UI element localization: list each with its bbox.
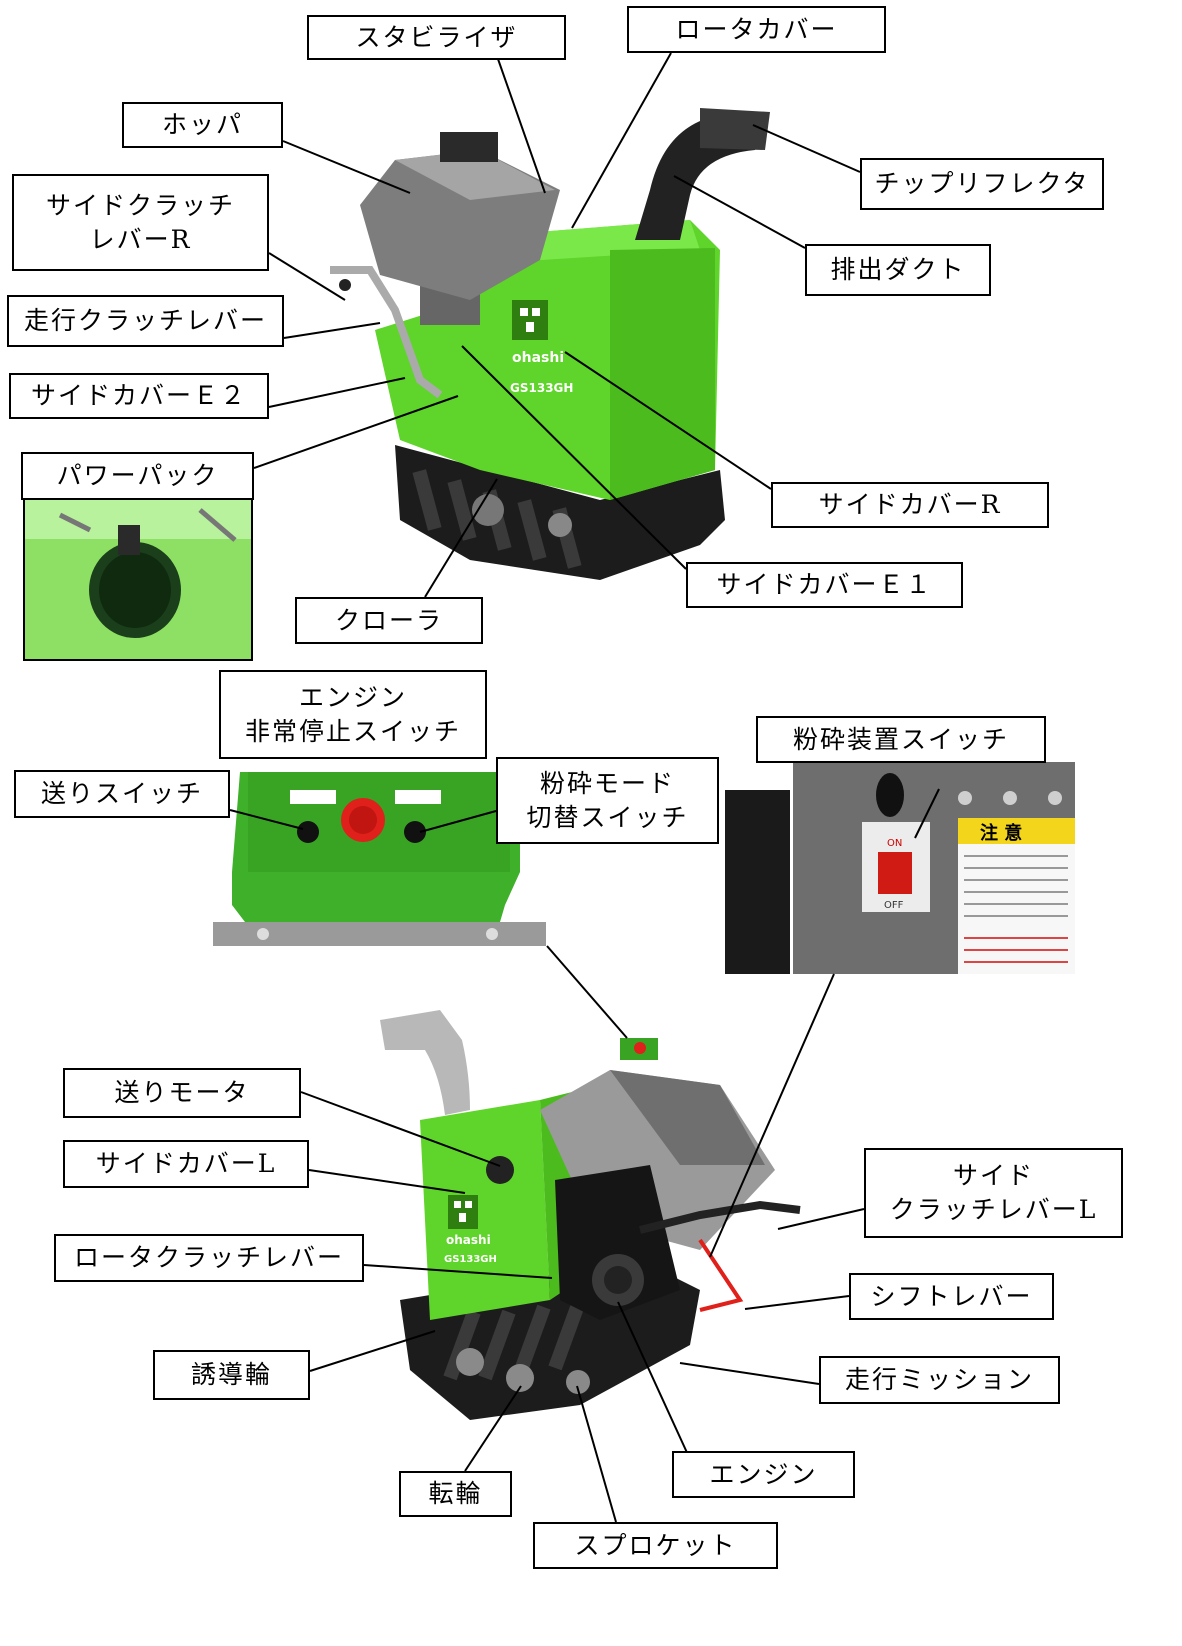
power-pack-inset-photo — [23, 498, 253, 661]
label-crusher-switch: 粉砕装置スイッチ — [756, 716, 1046, 763]
label-side-cover-r: サイドカバーR — [771, 482, 1049, 528]
label-engine-emergency-stop-switch: エンジン 非常停止スイッチ — [219, 670, 487, 759]
machine-top-photo: ohashi GS133GH — [330, 108, 770, 580]
label-stabilizer: スタビライザ — [307, 15, 566, 60]
label-side-clutch-lever-r: サイドクラッチ レバーR — [12, 174, 269, 271]
label-hopper: ホッパ — [122, 102, 283, 148]
label-travel-mission: 走行ミッション — [819, 1356, 1060, 1404]
label-side-cover-e2: サイドカバーＥ２ — [9, 373, 269, 419]
label-shift-lever: シフトレバー — [849, 1273, 1054, 1320]
switch-off-text: OFF — [884, 900, 904, 911]
brand-top: ohashi — [512, 350, 564, 366]
label-chip-reflector: チップリフレクタ — [860, 158, 1104, 210]
label-feed-switch: 送りスイッチ — [14, 770, 230, 818]
label-sprocket: スプロケット — [533, 1522, 778, 1569]
label-guide-wheel: 誘導輪 — [153, 1350, 310, 1400]
label-side-clutch-lever-l: サイド クラッチレバーL — [864, 1148, 1123, 1238]
label-rotor-clutch-lever: ロータクラッチレバー — [54, 1234, 364, 1282]
switch-on-text: ON — [887, 838, 902, 849]
machine-bottom-photo: ohashi GS133GH — [380, 1010, 801, 1420]
model-bottom: GS133GH — [444, 1254, 497, 1265]
label-feed-motor: 送りモータ — [63, 1068, 301, 1118]
switch-panel-photo — [213, 772, 546, 946]
label-discharge-duct: 排出ダクト — [805, 244, 991, 296]
label-power-pack: パワーパック — [21, 452, 254, 500]
crusher-switch-photo: ON OFF 注 意 — [725, 762, 1075, 974]
label-roller: 転輪 — [399, 1471, 512, 1517]
label-crush-mode-switch: 粉砕モード 切替スイッチ — [496, 757, 719, 844]
leader-lines — [229, 52, 940, 1523]
model-top: GS133GH — [510, 381, 573, 395]
label-travel-clutch-lever: 走行クラッチレバー — [7, 295, 284, 347]
label-side-cover-e1: サイドカバーＥ１ — [686, 562, 963, 608]
label-rotor-cover: ロータカバー — [627, 6, 886, 53]
label-engine: エンジン — [672, 1451, 855, 1498]
brand-bottom: ohashi — [446, 1233, 491, 1247]
caution-heading: 注 意 — [980, 822, 1022, 844]
label-side-cover-l: サイドカバーL — [63, 1140, 309, 1188]
label-crawler: クローラ — [295, 597, 483, 644]
